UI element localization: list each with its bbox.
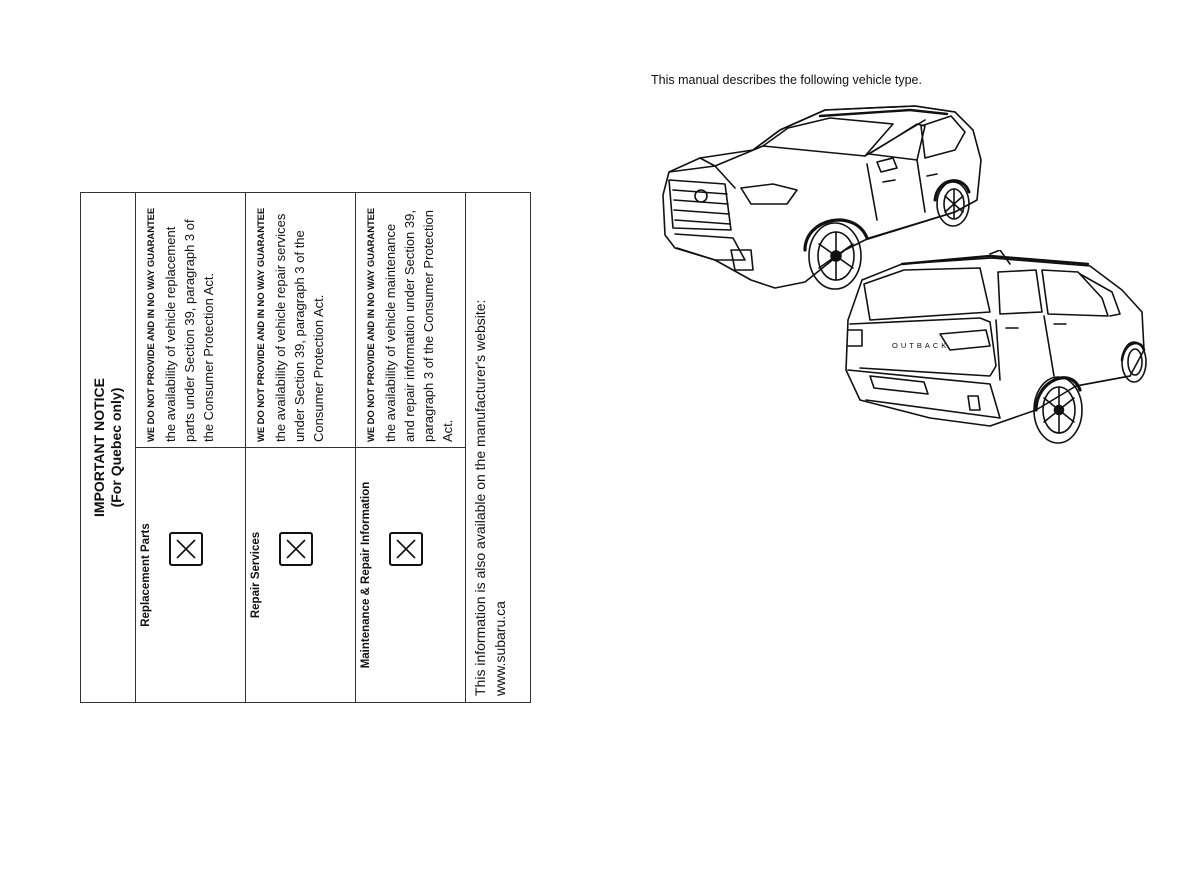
quebec-notice: IMPORTANT NOTICE (For Quebec only) Repla… (80, 192, 531, 703)
category-cell: Replacement Parts (135, 447, 246, 703)
category-name: Repair Services (250, 531, 262, 619)
x-checkbox-icon (169, 532, 203, 566)
footer-website: www.subaru.ca (492, 601, 508, 696)
table-row: Repair Services WE DO NOT PROVIDE AND IN… (245, 192, 356, 703)
outback-badge: OUTBACK (892, 341, 949, 350)
manual-caption: This manual describes the following vehi… (651, 73, 922, 87)
vehicle-rear-illustration: OUTBACK (845, 250, 1147, 444)
description-text: the availability of vehicle maintenance … (383, 210, 455, 442)
description-lead: WE DO NOT PROVIDE AND IN NO WAY GUARANTE… (146, 207, 157, 442)
notice-footer: This information is also available on th… (465, 192, 531, 703)
description-cell: WE DO NOT PROVIDE AND IN NO WAY GUARANTE… (135, 192, 246, 448)
description-lead: WE DO NOT PROVIDE AND IN NO WAY GUARANTE… (256, 207, 267, 442)
quebec-notice-rotated: IMPORTANT NOTICE (For Quebec only) Repla… (80, 192, 531, 703)
category-cell: Maintenance & Repair Information (355, 447, 466, 703)
notice-title-cell: IMPORTANT NOTICE (For Quebec only) (80, 192, 136, 703)
notice-subtitle: (For Quebec only) (108, 387, 124, 508)
table-row: Maintenance & Repair Information WE DO N… (355, 192, 466, 703)
vehicle-front-illustration (662, 105, 982, 290)
footer-text: This information is also available on th… (472, 299, 488, 696)
description-cell: WE DO NOT PROVIDE AND IN NO WAY GUARANTE… (245, 192, 356, 448)
description-text: the availability of vehicle replacement … (163, 219, 216, 442)
category-name: Maintenance & Repair Information (360, 481, 372, 669)
notice-title: IMPORTANT NOTICE (91, 378, 107, 517)
x-checkbox-icon (279, 532, 313, 566)
table-row: Replacement Parts WE DO NOT PROVIDE AND … (135, 192, 246, 703)
category-name: Replacement Parts (140, 523, 152, 627)
description-text: the availability of vehicle repair servi… (273, 213, 326, 442)
description-cell: WE DO NOT PROVIDE AND IN NO WAY GUARANTE… (355, 192, 466, 448)
x-checkbox-icon (389, 532, 423, 566)
category-cell: Repair Services (245, 447, 356, 703)
notice-table: IMPORTANT NOTICE (For Quebec only) Repla… (80, 192, 531, 703)
description-lead: WE DO NOT PROVIDE AND IN NO WAY GUARANTE… (366, 207, 377, 442)
